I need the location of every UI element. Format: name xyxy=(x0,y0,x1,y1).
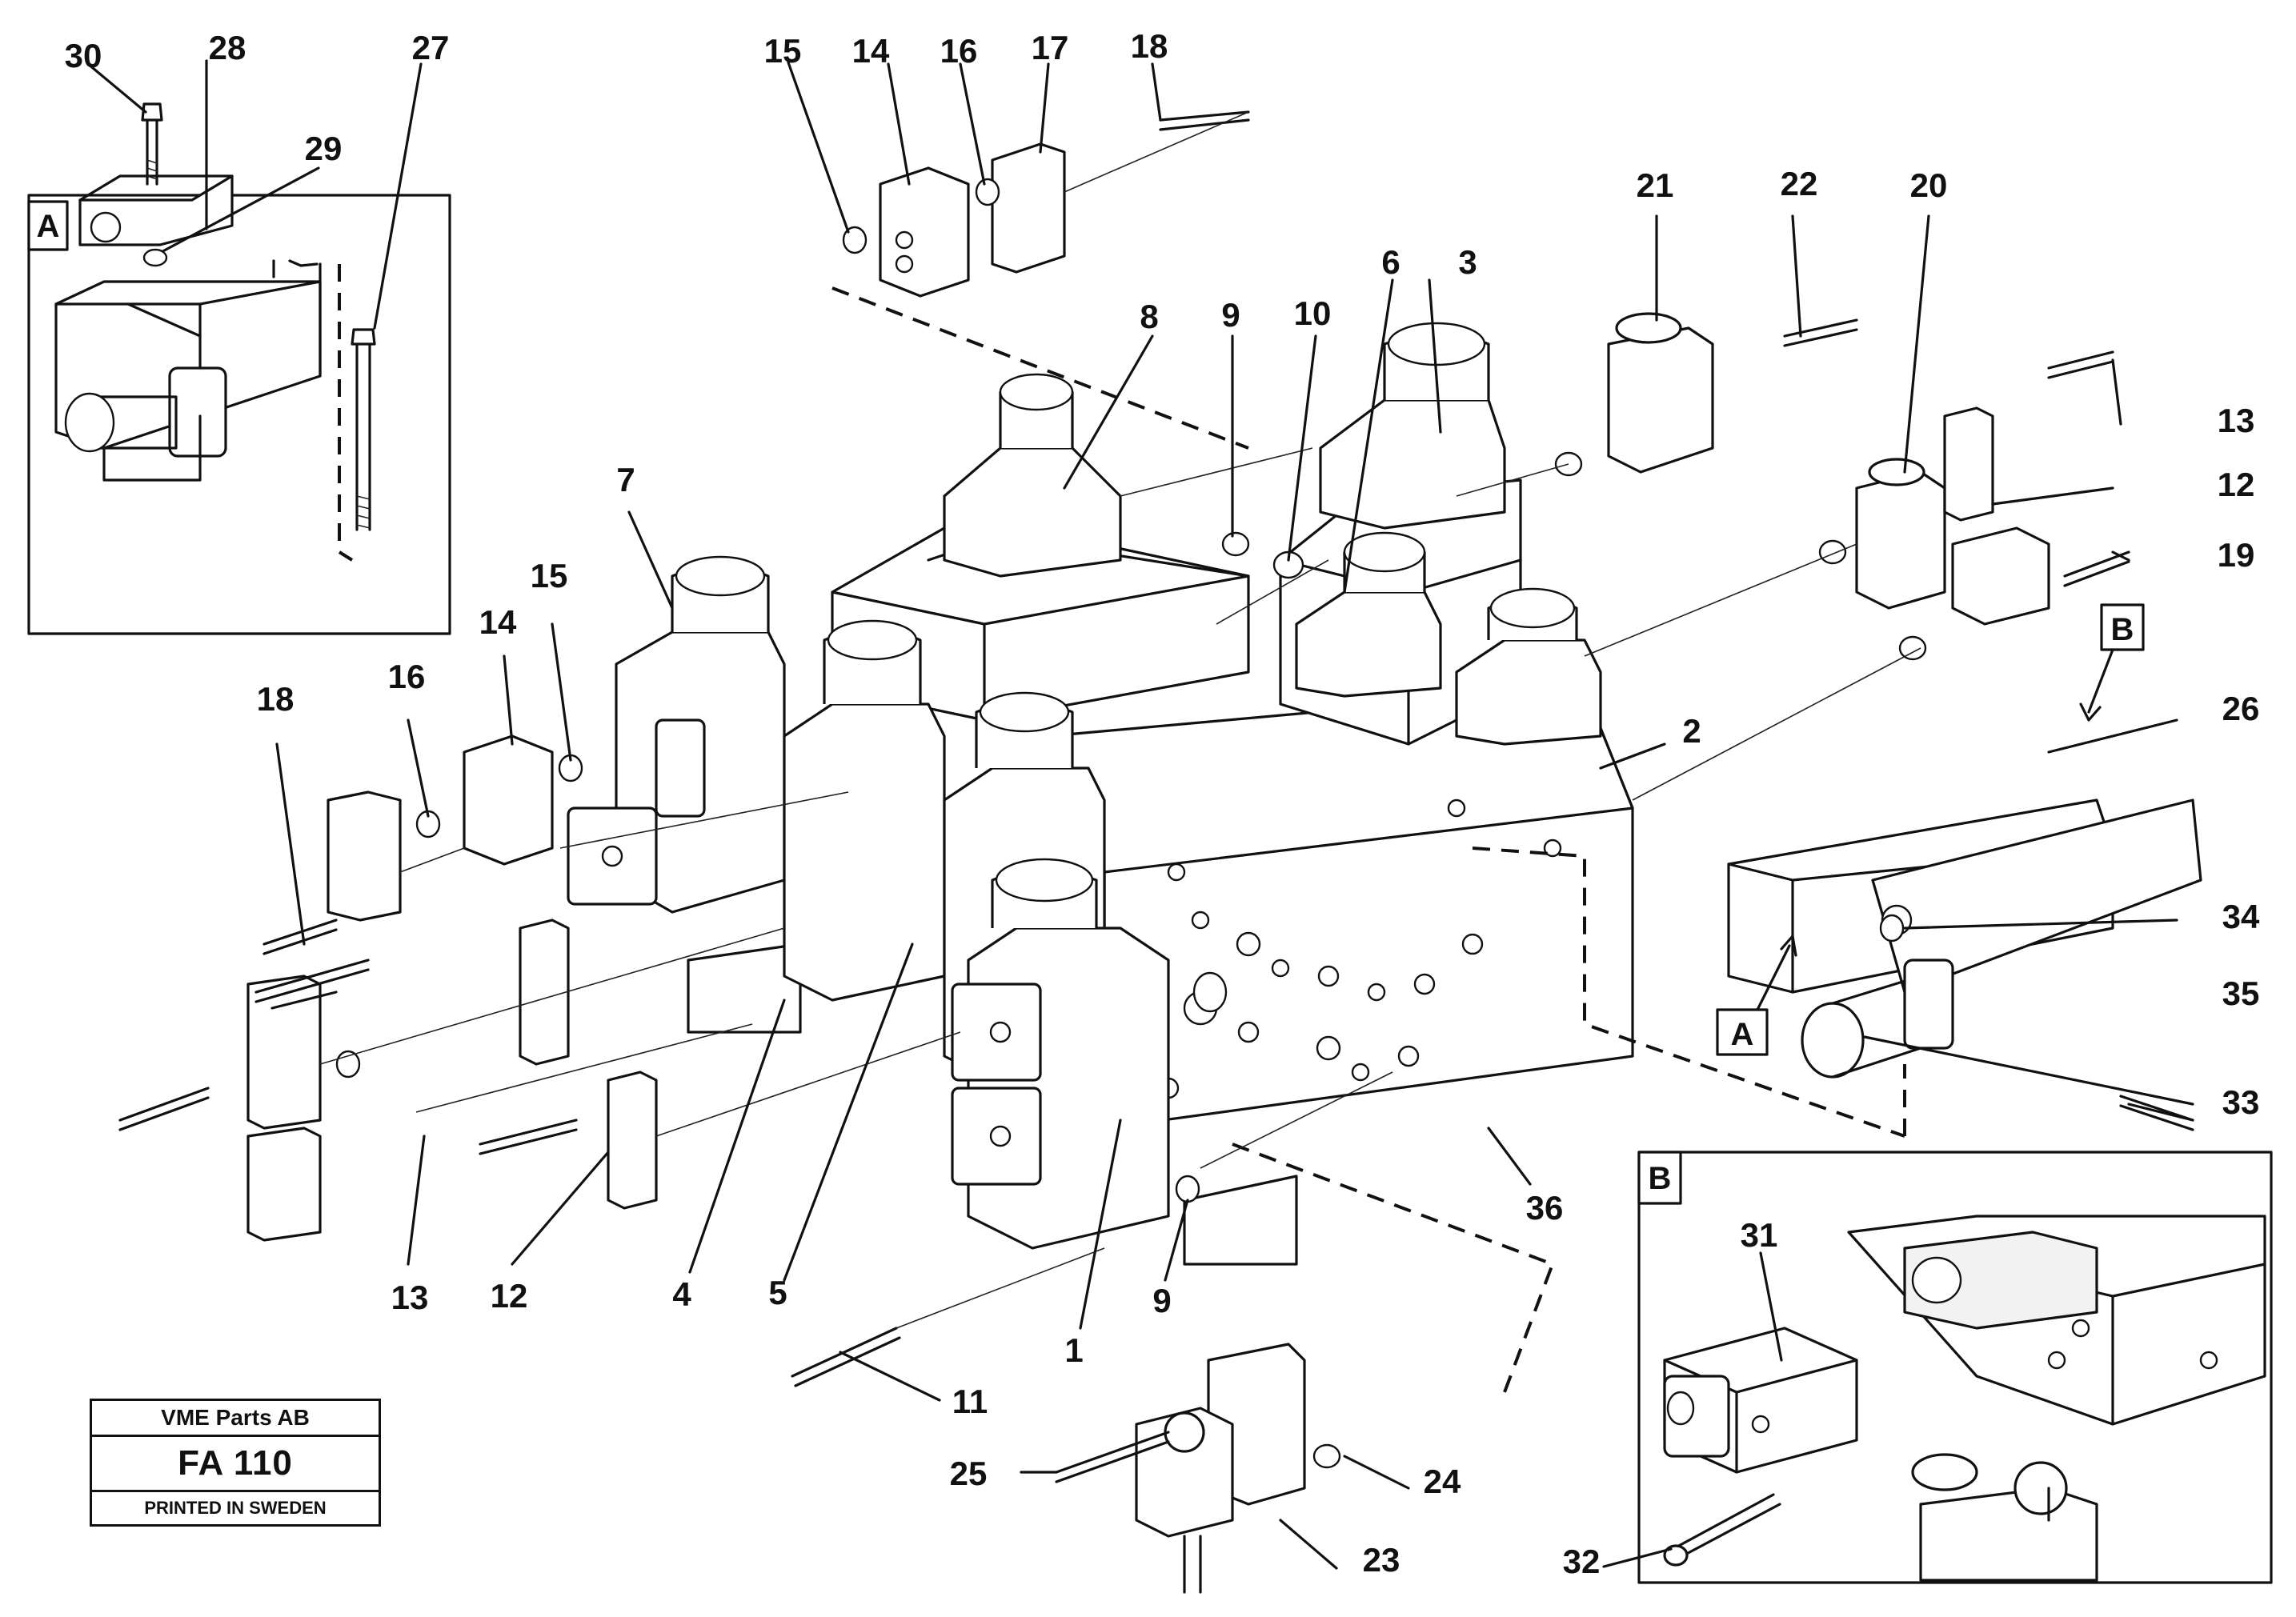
tag-b-box xyxy=(2100,603,2145,651)
callout-13-left: 13 xyxy=(391,1279,429,1316)
callout-12-left: 12 xyxy=(491,1277,528,1315)
main-manifold xyxy=(567,322,2202,1266)
callout-4: 4 xyxy=(672,1275,691,1313)
solenoid-stack xyxy=(943,322,1602,746)
callout-34: 34 xyxy=(2222,898,2260,935)
rail-33 xyxy=(1871,798,2202,994)
tag-a-box xyxy=(1716,1008,1769,1056)
callout-23: 23 xyxy=(1363,1541,1400,1579)
cylinder-33 xyxy=(1801,1002,1865,1079)
callout-15-top: 15 xyxy=(764,32,802,70)
callout-27: 27 xyxy=(412,29,450,66)
callout-16-left: 16 xyxy=(388,658,426,695)
callout-3: 3 xyxy=(1458,243,1477,281)
label-boxes: A B B A xyxy=(37,209,2145,1196)
callout-13-right: 13 xyxy=(2218,402,2255,439)
front-block-left xyxy=(687,943,802,1034)
tag-a-label: A xyxy=(1731,1017,1754,1052)
callout-6: 6 xyxy=(1381,243,1400,281)
inset-b xyxy=(1602,1151,2273,1584)
callout-10: 10 xyxy=(1294,294,1332,332)
inset-b-lower-valve xyxy=(1919,1487,2098,1582)
callout-20: 20 xyxy=(1910,166,1948,204)
inset-a xyxy=(27,59,451,635)
callout-16-top: 16 xyxy=(940,32,978,70)
callout-17: 17 xyxy=(1032,29,1069,66)
callout-21: 21 xyxy=(1637,166,1674,204)
front-valve-stack xyxy=(567,555,1170,1250)
callout-12-right: 12 xyxy=(2218,466,2255,503)
inset-a-label-box xyxy=(27,200,69,251)
callout-35: 35 xyxy=(2222,975,2260,1012)
loose-parts xyxy=(118,61,2194,1594)
callout-18-left: 18 xyxy=(257,680,295,718)
inset-b-label: B xyxy=(1649,1161,1672,1196)
callout-28: 28 xyxy=(209,29,246,66)
callout-19: 19 xyxy=(2218,536,2255,574)
callout-24: 24 xyxy=(1424,1463,1461,1500)
stamp-code: FA 110 xyxy=(92,1437,379,1492)
callout-22: 22 xyxy=(1781,165,1818,202)
callout-29: 29 xyxy=(305,130,343,167)
inset-a-label: A xyxy=(37,209,60,244)
inset-b-label-box xyxy=(1637,1151,1682,1205)
callout-7: 7 xyxy=(616,461,635,498)
callout-14-left: 14 xyxy=(479,603,517,641)
callout-14-top: 14 xyxy=(852,32,890,70)
stamp-company: VME Parts AB xyxy=(92,1401,379,1437)
inset-a-flange xyxy=(168,366,227,458)
inset-b-top-block xyxy=(1903,1231,2098,1330)
callout-15-left: 15 xyxy=(531,557,568,594)
title-stamp: VME Parts AB FA 110 PRINTED IN SWEDEN xyxy=(90,1399,381,1527)
callout-9-bottom: 9 xyxy=(1152,1282,1171,1319)
callout-numbers: 30 28 27 29 15 14 16 17 18 8 9 10 6 3 21… xyxy=(65,27,2260,1580)
callout-5: 5 xyxy=(768,1274,787,1311)
tag-b-label: B xyxy=(2111,612,2134,647)
callout-36: 36 xyxy=(1526,1189,1564,1227)
callout-32: 32 xyxy=(1563,1543,1601,1580)
callout-11: 11 xyxy=(952,1383,988,1420)
inset-b-frame xyxy=(1637,1151,2273,1584)
front-block-right xyxy=(1183,1175,1298,1266)
callout-30: 30 xyxy=(65,37,102,74)
inset-a-cylinder-end xyxy=(64,392,115,453)
inset-a-frame xyxy=(27,194,451,635)
callout-9-top: 9 xyxy=(1221,296,1240,334)
callout-2: 2 xyxy=(1682,712,1701,750)
stamp-printed: PRINTED IN SWEDEN xyxy=(144,1498,327,1518)
callout-33: 33 xyxy=(2222,1083,2260,1121)
callout-18-top: 18 xyxy=(1131,27,1168,65)
callout-25: 25 xyxy=(950,1455,988,1492)
callout-1: 1 xyxy=(1064,1331,1083,1369)
callout-26: 26 xyxy=(2222,690,2260,727)
callout-31: 31 xyxy=(1741,1216,1778,1254)
callout-8: 8 xyxy=(1140,298,1158,335)
